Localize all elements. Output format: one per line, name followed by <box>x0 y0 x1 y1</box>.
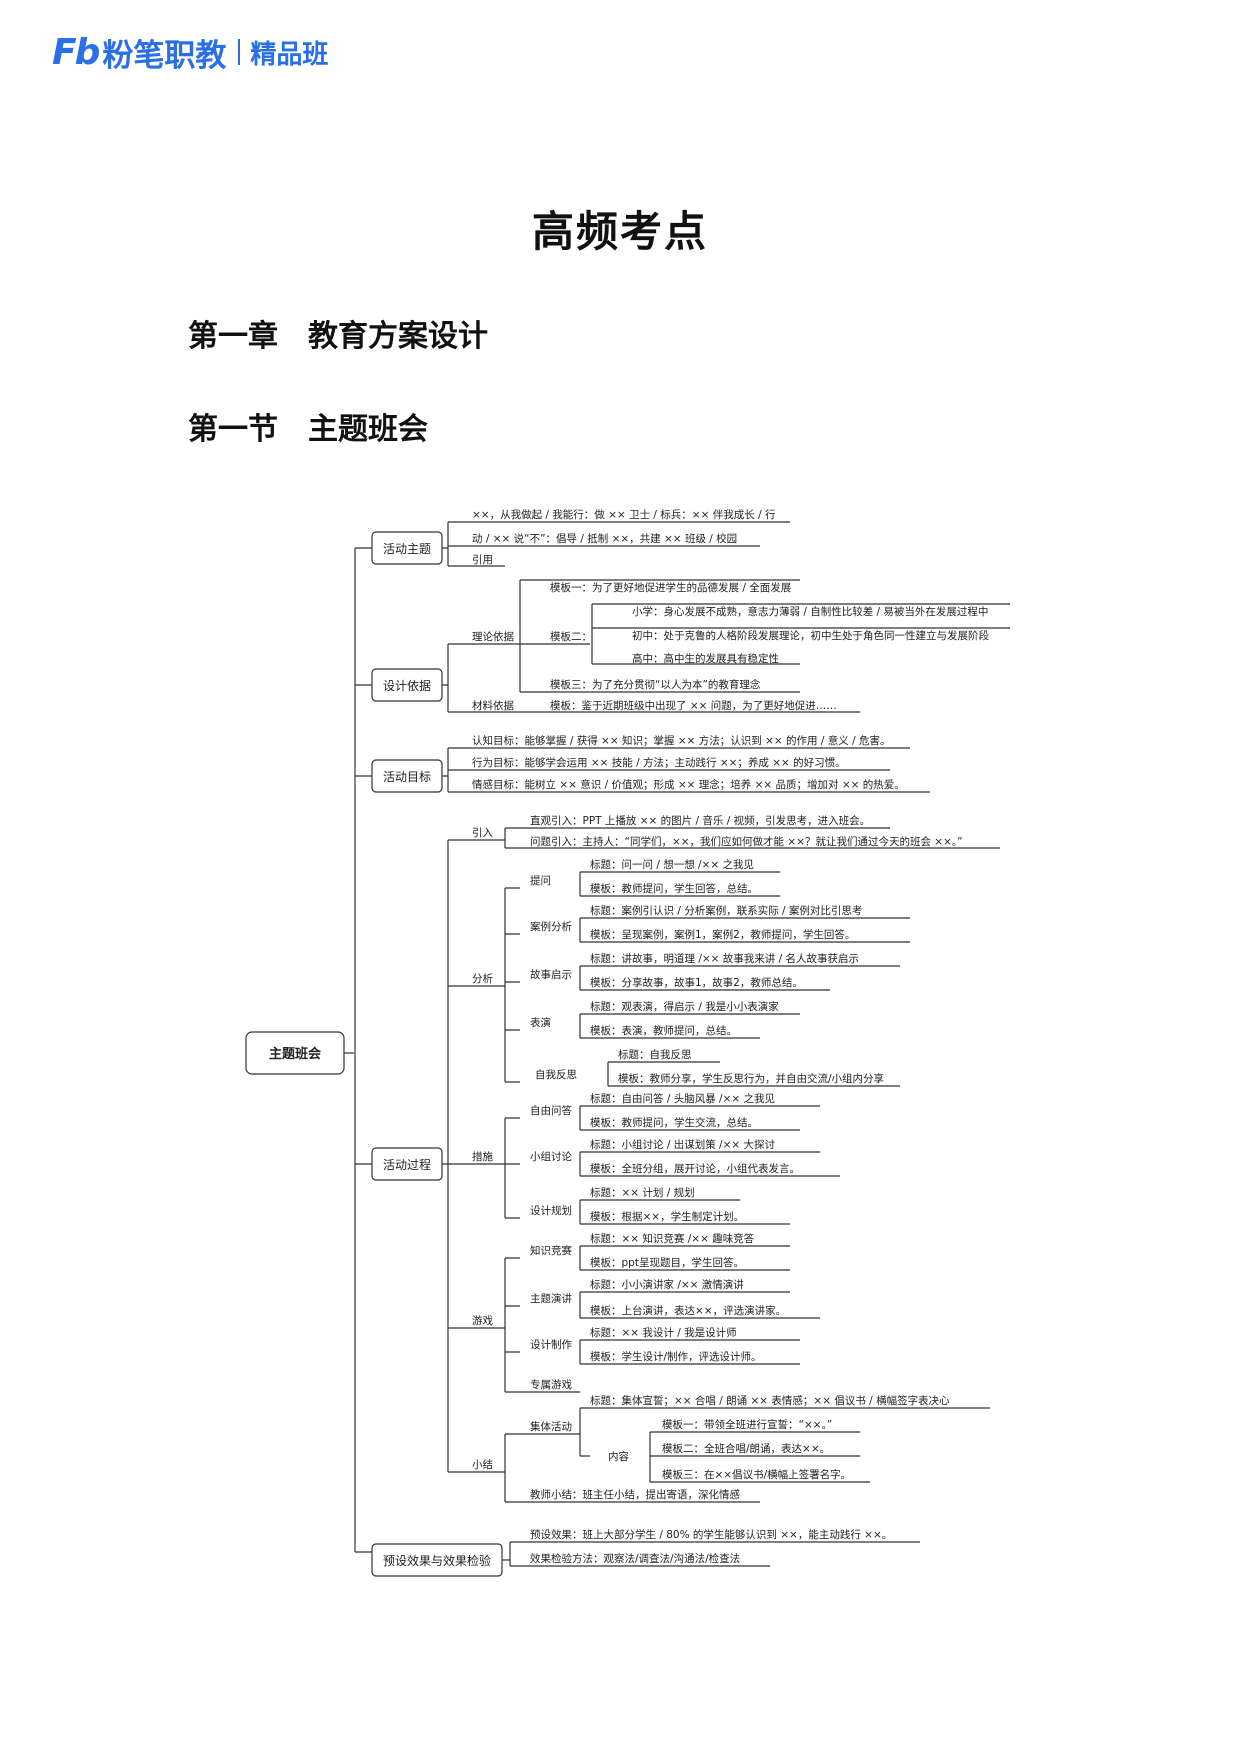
node-case: 案例分析 <box>530 920 572 933</box>
theory-primary: 小学：身心发展不成熟，意志力薄弱 / 自制性比较差 / 易被当外在发展过程中 <box>632 605 988 618</box>
node-question: 提问 <box>530 874 551 887</box>
reflect-template: 模板：教师分享，学生反思行为，并自由交流/小组内分享 <box>618 1072 884 1085</box>
node-summary: 小结 <box>472 1458 493 1471</box>
section-number: 第一节 <box>188 412 278 447</box>
plan-title: 标题：×× 计划 / 规划 <box>590 1186 695 1199</box>
qa-template: 模板：教师提问，学生交流，总结。 <box>590 1116 758 1129</box>
case-template: 模板：呈现案例，案例1，案例2，教师提问，学生回答。 <box>590 928 855 941</box>
node-plan: 设计规划 <box>530 1204 572 1217</box>
collective-title: 标题：集体宣誓；×× 合唱 / 朗诵 ×× 表情感；×× 倡议书 / 横幅签字表… <box>590 1394 950 1407</box>
story-title: 标题：讲故事，明道理 /×× 故事我来讲 / 名人故事获启示 <box>590 952 859 965</box>
intro-question: 问题引入：主持人：“同学们，××，我们应如何做才能 ××？就让我们通过今天的班会… <box>530 835 963 848</box>
content-template-3: 模板三：在××倡议书/横幅上签署名字。 <box>662 1468 851 1481</box>
chapter-number: 第一章 <box>188 319 278 354</box>
section-title: 主题班会 <box>308 412 428 447</box>
effect-check-text: 效果检验方法：观察法/调查法/沟通法/检查法 <box>530 1552 740 1565</box>
content-template-1: 模板一：带领全班进行宣誓：“××。” <box>662 1418 832 1431</box>
group-title: 标题：小组讨论 / 出谋划策 /×× 大探讨 <box>590 1138 776 1151</box>
theme-text-1: ××，从我做起 / 我能行：做 ×× 卫士 / 标兵：×× 伴我成长 / 行 <box>472 508 776 521</box>
logo-mark: Fb <box>52 31 100 73</box>
goal-cognitive: 认知目标：能够掌握 / 获得 ×× 知识；掌握 ×× 方法；认识到 ×× 的作用… <box>472 734 890 747</box>
document-title: 高频考点 <box>531 207 708 256</box>
theme-text-3: 引用 <box>472 553 493 566</box>
intro-direct: 直观引入：PPT 上播放 ×× 的图片 / 音乐 / 视频，引发思考，进入班会。 <box>530 814 870 827</box>
node-activity-theme: 活动主题 <box>383 542 431 556</box>
plan-template: 模板：根据××，学生制定计划。 <box>590 1210 744 1223</box>
quiz-template: 模板：ppt呈现题目，学生回答。 <box>590 1256 744 1269</box>
qa-title: 标题：自由问答 / 头脑风暴 /×× 之我见 <box>590 1092 775 1105</box>
mind-map-lines <box>245 521 1010 1577</box>
design-title: 标题：×× 我设计 / 我是设计师 <box>590 1326 737 1339</box>
theory-template-1: 模板一：为了更好地促进学生的品德发展 / 全面发展 <box>550 581 792 594</box>
node-theory-basis: 理论依据 <box>472 630 514 643</box>
node-reflect: 自我反思 <box>535 1068 577 1081</box>
mind-map-labels: 主题班会 活动主题 设计依据 活动目标 活动过程 预设效果与效果检验 ××，从我… <box>269 508 990 1568</box>
material-template: 模板：鉴于近期班级中出现了 ×× 问题，为了更好地促进…… <box>550 699 837 712</box>
node-special: 专属游戏 <box>530 1378 572 1391</box>
expected-effect-text: 预设效果：班上大部分学生 / 80% 的学生能够认识到 ××，能主动践行 ××。 <box>530 1528 892 1541</box>
speech-template: 模板：上台演讲，表达××，评选演讲家。 <box>590 1304 786 1317</box>
node-perform: 表演 <box>530 1016 551 1029</box>
section-heading: 第一节主题班会 <box>188 404 428 448</box>
case-title: 标题：案例引认识 / 分析案例，联系实际 / 案例对比引思考 <box>590 904 862 917</box>
brand-logo: Fb 粉笔职教 精品班 <box>52 31 329 74</box>
node-collective: 集体活动 <box>530 1420 572 1433</box>
node-intro: 引入 <box>472 826 493 839</box>
perform-template: 模板：表演，教师提问，总结。 <box>590 1024 737 1037</box>
node-group: 小组讨论 <box>530 1150 572 1163</box>
node-game: 游戏 <box>472 1314 493 1327</box>
story-template: 模板：分享故事，故事1，故事2，教师总结。 <box>590 976 803 989</box>
reflect-title: 标题：自我反思 <box>618 1048 692 1061</box>
perform-title: 标题：观表演，得启示 / 我是小小表演家 <box>590 1000 779 1013</box>
node-expected-effect: 预设效果与效果检验 <box>383 1553 491 1568</box>
theory-template-3: 模板三：为了充分贯彻“以人为本”的教育理念 <box>550 678 761 691</box>
node-qa: 自由问答 <box>530 1104 572 1117</box>
node-activity-goal: 活动目标 <box>383 770 431 784</box>
speech-title: 标题：小小演讲家 /×× 激情演讲 <box>590 1278 744 1291</box>
question-template: 模板：教师提问，学生回答，总结。 <box>590 882 758 895</box>
theory-template-2: 模板二： <box>550 630 592 643</box>
theory-senior: 高中：高中生的发展具有稳定性 <box>632 652 779 665</box>
content-template-2: 模板二：全班合唱/朗诵，表达××。 <box>662 1442 830 1455</box>
node-activity-process: 活动过程 <box>383 1157 431 1172</box>
group-template: 模板：全班分组，展开讨论，小组代表发言。 <box>590 1162 800 1175</box>
node-design: 设计制作 <box>530 1338 572 1351</box>
brand-sub: 精品班 <box>250 39 329 70</box>
node-measures: 措施 <box>472 1150 493 1163</box>
chapter-title: 教育方案设计 <box>308 319 488 354</box>
brand-name: 粉笔职教 <box>102 37 227 74</box>
node-material-basis: 材料依据 <box>472 699 514 712</box>
node-speech: 主题演讲 <box>530 1292 572 1305</box>
goal-behavior: 行为目标：能够学会运用 ×× 技能 / 方法；主动践行 ××；养成 ×× 的好习… <box>472 756 846 769</box>
node-quiz: 知识竞赛 <box>530 1244 572 1257</box>
chapter-heading: 第一章教育方案设计 <box>188 311 488 355</box>
node-story: 故事启示 <box>530 968 572 981</box>
goal-emotion: 情感目标：能树立 ×× 意识 / 价值观；形成 ×× 理念；培养 ×× 品质；增… <box>472 778 905 791</box>
question-title: 标题：问一问 / 想一想 /×× 之我见 <box>590 858 754 871</box>
quiz-title: 标题：×× 知识竞赛 /×× 趣味竞答 <box>590 1232 755 1245</box>
theory-junior: 初中：处于克鲁的人格阶段发展理论，初中生处于角色同一性建立与发展阶段 <box>632 629 989 642</box>
logo-divider <box>238 39 241 65</box>
node-content: 内容 <box>608 1450 629 1463</box>
teacher-summary: 教师小结：班主任小结，提出寄语，深化情感 <box>530 1488 740 1501</box>
theme-text-2: 动 / ×× 说“不”：倡导 / 抵制 ××，共建 ×× 班级 / 校园 <box>472 532 737 545</box>
root-label: 主题班会 <box>269 1046 322 1062</box>
node-design-basis: 设计依据 <box>383 678 431 693</box>
node-analysis: 分析 <box>472 972 493 985</box>
design-template: 模板：学生设计/制作，评选设计师。 <box>590 1350 762 1363</box>
